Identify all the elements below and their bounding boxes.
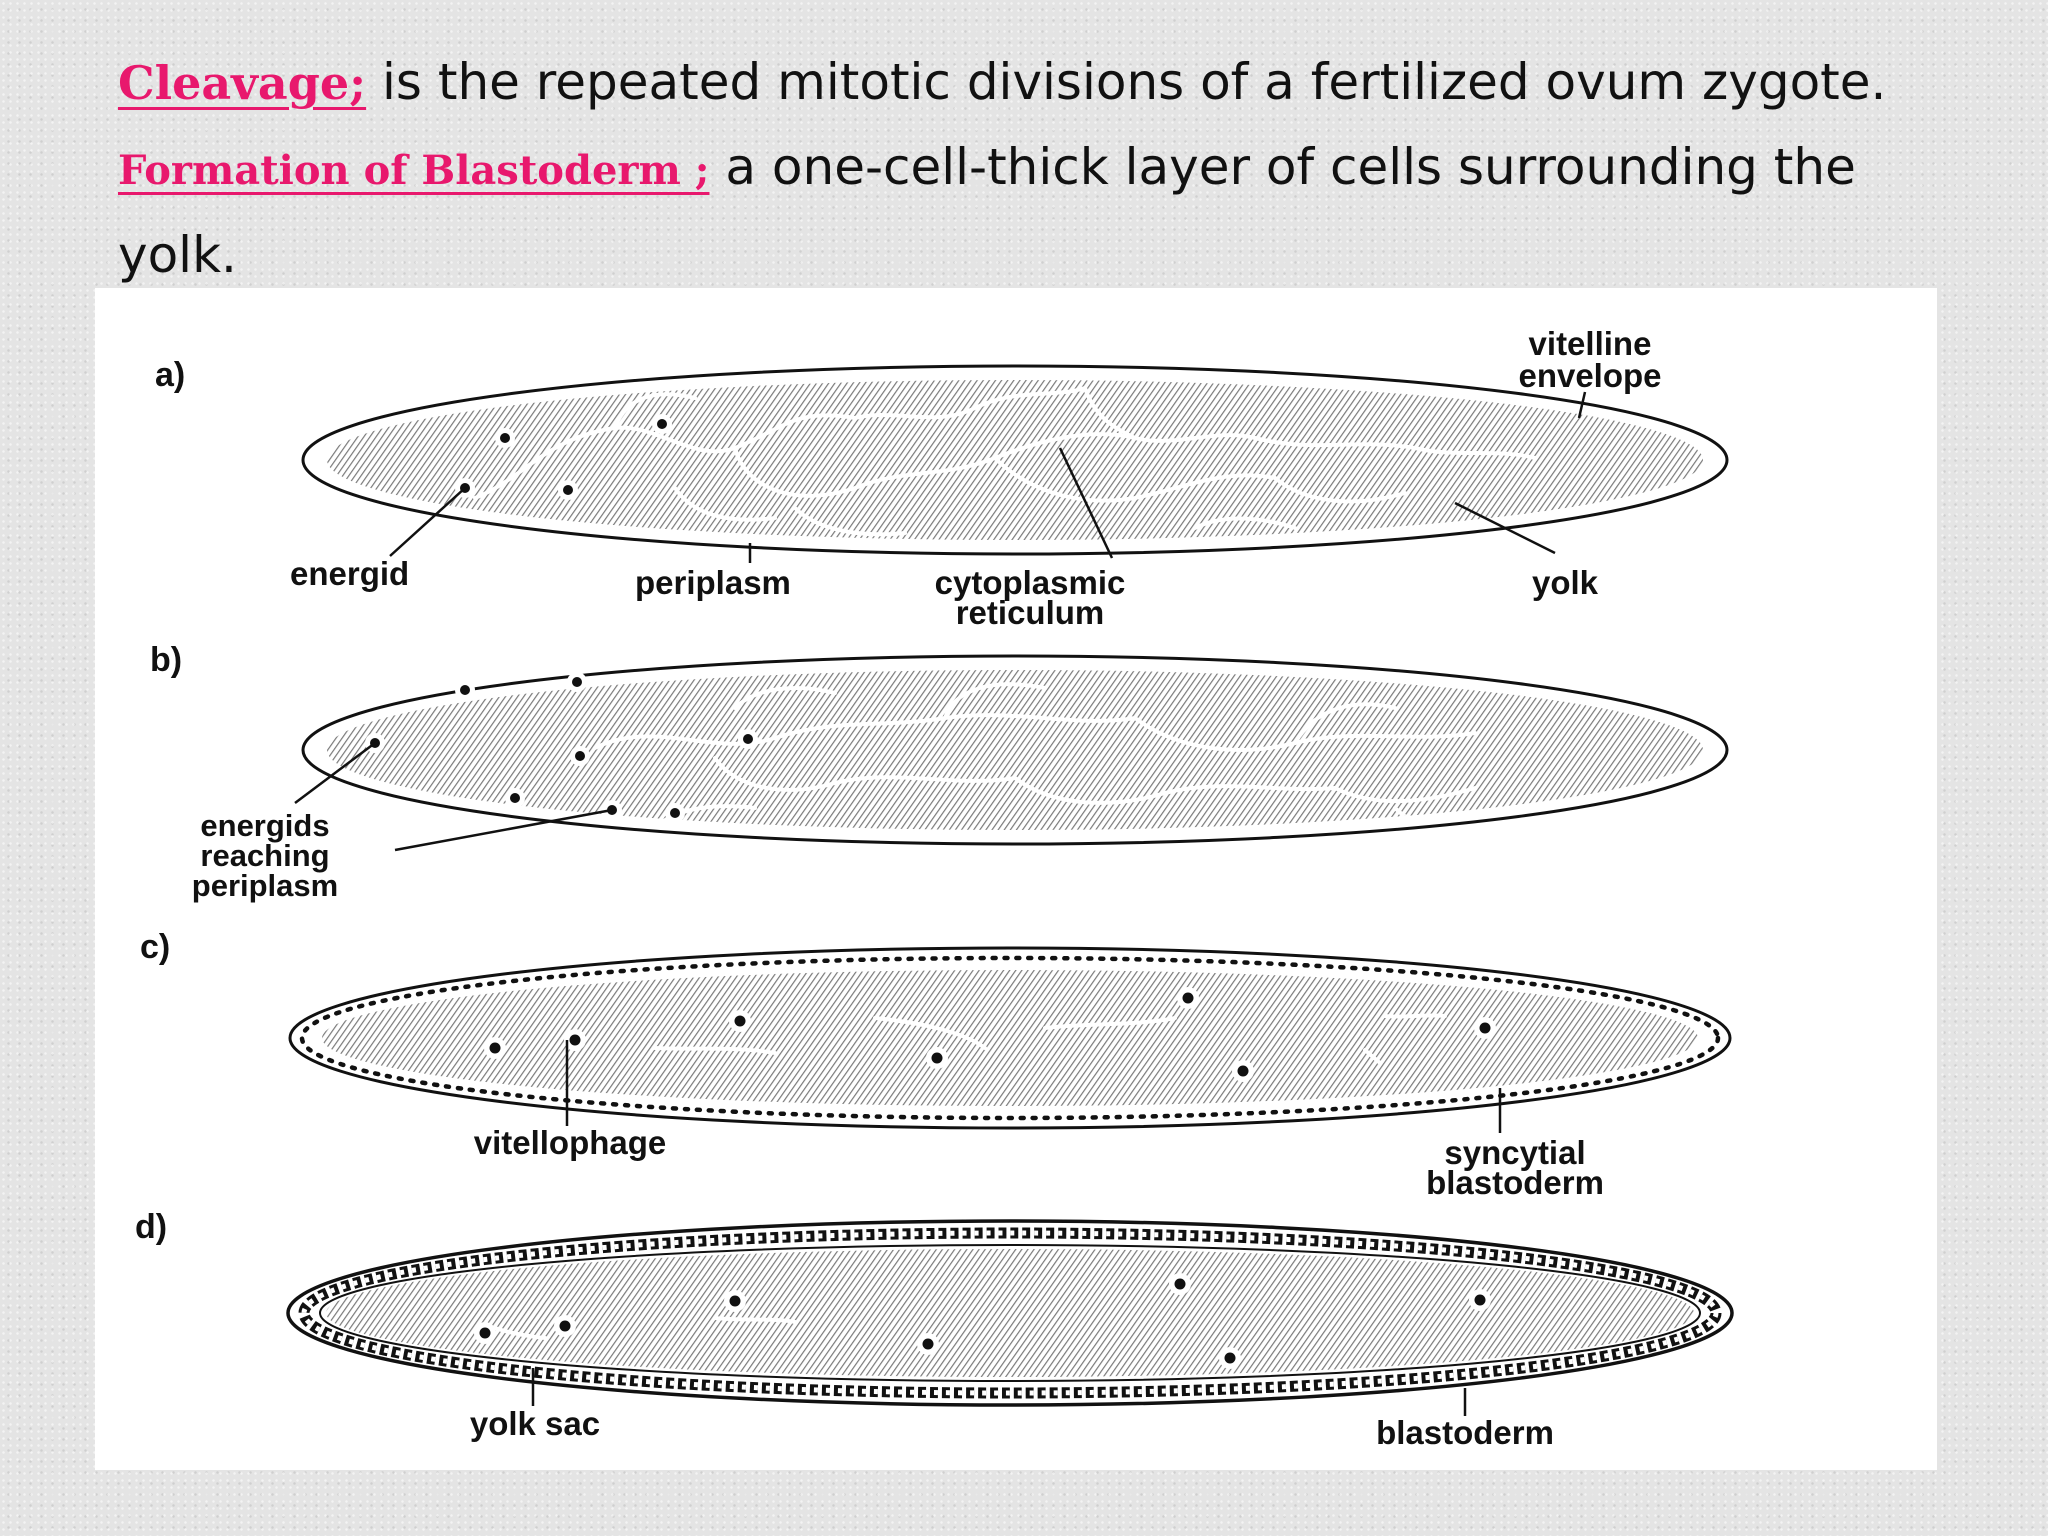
panel-d: d) yolk sac blastoderm	[135, 1208, 1734, 1451]
term-blastoderm: Formation of Blastoderm ;	[118, 147, 710, 194]
definition-cleavage: Cleavage; is the repeated mitotic divisi…	[118, 40, 1958, 125]
yolk-c	[322, 970, 1698, 1106]
panel-c-tag: c)	[140, 928, 170, 966]
cytoplasmic-reticulum-b	[593, 682, 1477, 830]
label-blastoderm: blastoderm	[1376, 1414, 1554, 1451]
energids-b	[365, 672, 758, 823]
vitellophages-c	[484, 987, 1496, 1082]
label-vitellophage: vitellophage	[474, 1124, 667, 1161]
yolk-b	[327, 670, 1703, 830]
definition-blastoderm: Formation of Blastoderm ; a one-cell-thi…	[118, 125, 1958, 297]
yolk-d	[326, 1249, 1694, 1377]
definition-cleavage-text: is the repeated mitotic divisions of a f…	[366, 53, 1887, 111]
syncytial-nuclei-ring-c	[299, 955, 1721, 1121]
label-yolk: yolk	[1532, 564, 1599, 601]
yolk-sac-membrane-d	[319, 1244, 1701, 1382]
panel-d-tag: d)	[135, 1208, 167, 1246]
label-energid: energid	[290, 555, 409, 592]
label-periplasm: periplasm	[635, 564, 791, 601]
label-yolk-sac: yolk sac	[470, 1405, 600, 1442]
blastoderm-cell-interior-d	[301, 1230, 1719, 1396]
definition-blastoderm-text: a one-cell-thick layer of cells surround…	[118, 138, 1856, 284]
yolk-remnants-d	[493, 1316, 797, 1340]
panel-a-tag: a)	[155, 356, 185, 394]
panel-b-tag: b)	[150, 641, 182, 679]
vitellophages-d	[474, 1273, 1491, 1369]
term-cleavage: Cleavage;	[118, 56, 367, 110]
reticulum-remnants-c	[653, 1013, 1447, 1065]
definitions-text: Cleavage; is the repeated mitotic divisi…	[118, 40, 1958, 297]
cytoplasmic-reticulum-a	[473, 386, 1537, 537]
